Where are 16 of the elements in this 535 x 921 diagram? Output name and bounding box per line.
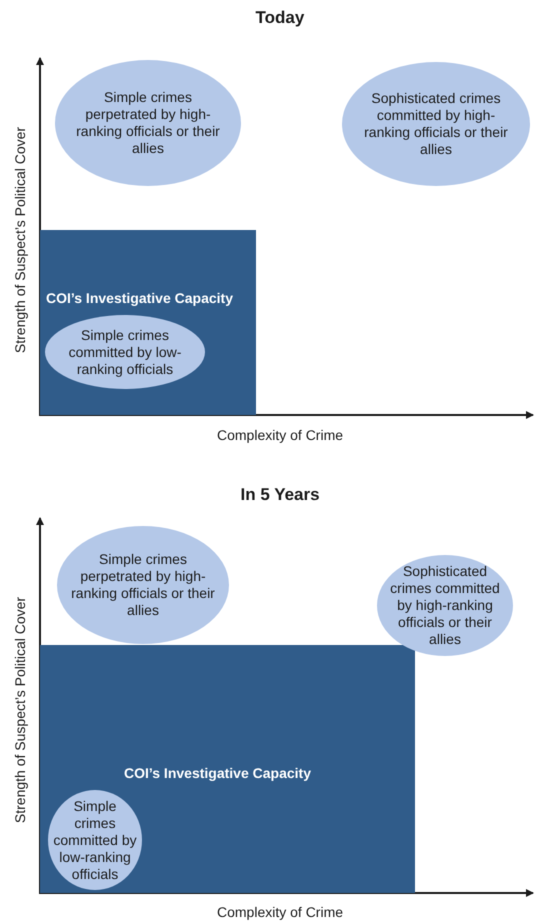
crime-category-ellipse: Sophisticated crimes committed by high-ranking officials or their allies (377, 555, 513, 656)
crime-category-ellipse: Sophisticated crimes committed by high-ranking officials or their allies (342, 62, 530, 186)
crime-category-ellipse: Simple crimes perpetrated by high-ranking officials or their allies (55, 60, 241, 186)
crime-category-ellipse: Simple crimes committed by low-ranking officials (48, 790, 142, 890)
crime-category-ellipse: Simple crimes perpetrated by high-ranking officials or their allies (57, 526, 229, 644)
capacity-label: COI’s Investigative Capacity (124, 765, 311, 781)
crime-category-ellipse: Simple crimes committed by low-ranking officials (45, 315, 205, 389)
y-axis-label: Strength of Suspect’s Political Cover (12, 126, 28, 354)
capacity-area (40, 645, 415, 893)
x-axis-label: Complexity of Crime (217, 904, 344, 920)
capacity-area (40, 230, 256, 415)
x-axis-label: Complexity of Crime (217, 427, 344, 443)
y-axis-label: Strength of Suspect’s Political Cover (12, 596, 28, 824)
panel-title: Today (256, 8, 304, 28)
panel-title: In 5 Years (240, 485, 320, 505)
capacity-label: COI’s Investigative Capacity (46, 290, 233, 306)
